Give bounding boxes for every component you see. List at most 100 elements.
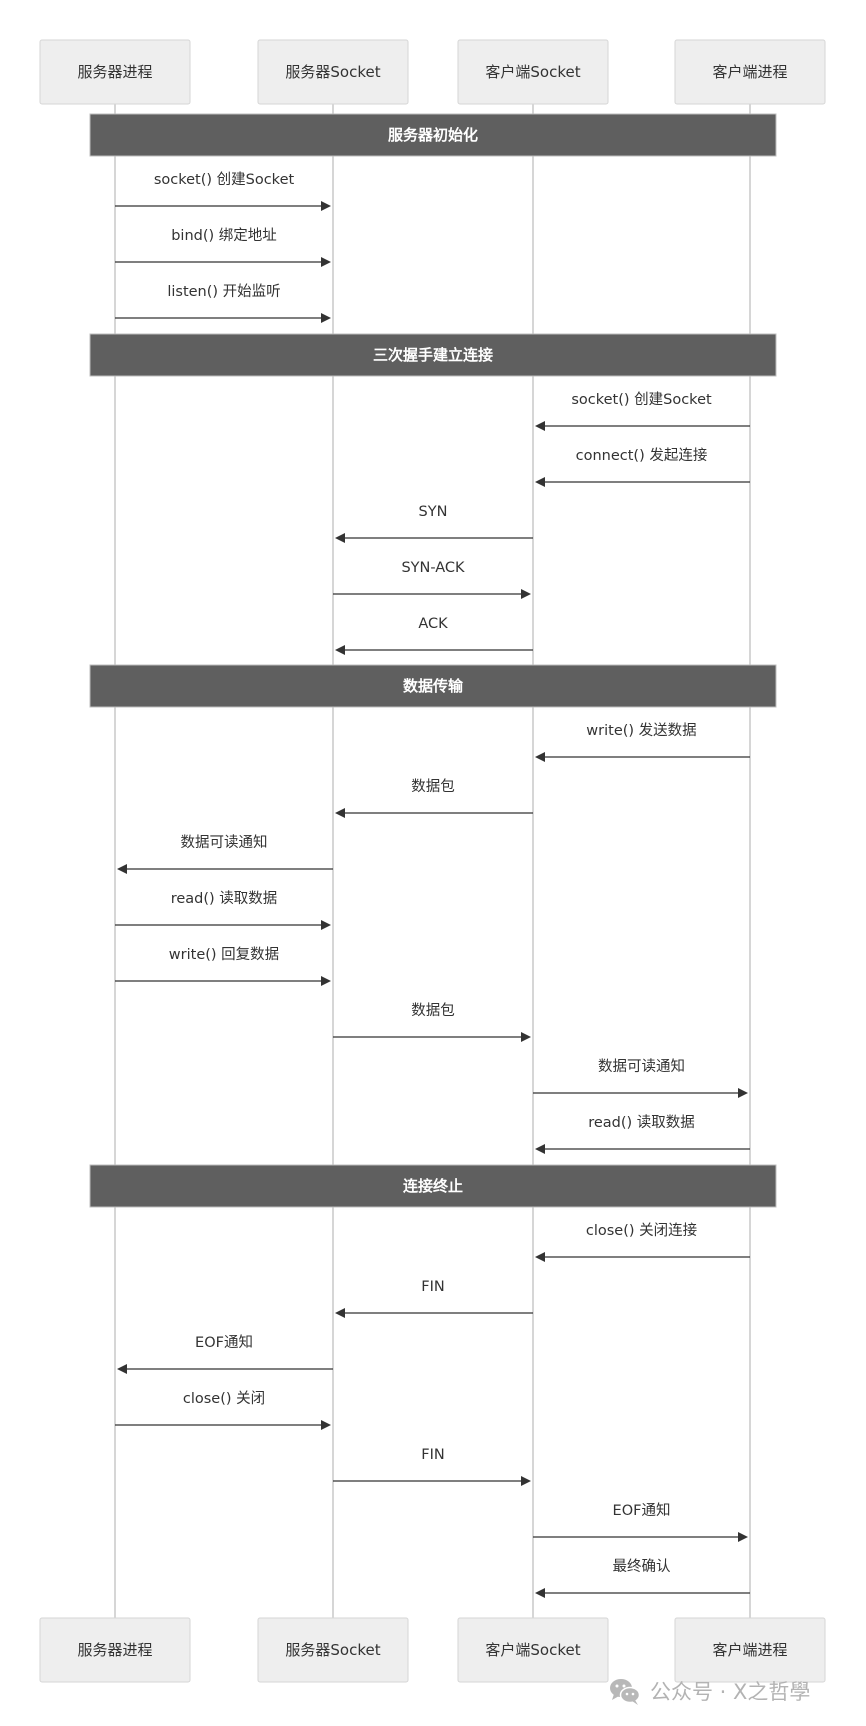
actor-bottom-client-process: 客户端进程: [674, 1617, 826, 1683]
message-label: FIN: [421, 1447, 444, 1463]
phase-banner: [89, 664, 777, 708]
arrow-head: [321, 201, 331, 211]
actor-box: [257, 39, 409, 105]
message-label: connect() 发起连接: [576, 447, 708, 464]
arrow-head: [521, 589, 531, 599]
actor-label: 服务器进程: [77, 1641, 152, 1659]
message-arrow: 数据包: [335, 778, 533, 818]
arrow-head: [535, 752, 545, 762]
arrow-head: [535, 477, 545, 487]
actor-box: [674, 1617, 826, 1683]
message-arrow: EOF通知: [117, 1334, 333, 1374]
arrow-head: [521, 1032, 531, 1042]
message-label: FIN: [421, 1279, 444, 1295]
wechat-icon: [610, 1679, 641, 1705]
actor-box: [39, 39, 191, 105]
message-label: read() 读取数据: [171, 890, 278, 907]
message-label: socket() 创建Socket: [154, 171, 295, 188]
arrow-head: [335, 808, 345, 818]
phase-banner: [89, 333, 777, 377]
arrow-head: [321, 1420, 331, 1430]
actor-top-client-process: 客户端进程: [674, 39, 826, 105]
message-arrow: listen() 开始监听: [115, 283, 331, 323]
phase-title: 数据传输: [403, 677, 464, 695]
message-label: close() 关闭: [183, 1390, 265, 1407]
message-label: close() 关闭连接: [586, 1222, 697, 1239]
actor-label: 服务器进程: [77, 63, 152, 81]
watermark-text: 公众号 · X之哲學: [650, 1680, 811, 1704]
arrow-head: [738, 1088, 748, 1098]
actor-label: 客户端进程: [712, 63, 787, 81]
message-arrow: 数据可读通知: [117, 834, 333, 874]
arrow-head: [335, 533, 345, 543]
message-arrow: write() 回复数据: [115, 945, 331, 986]
actor-box: [257, 1617, 409, 1683]
actor-bottom-client-socket: 客户端Socket: [457, 1617, 609, 1683]
arrow-head: [117, 864, 127, 874]
arrow-head: [535, 1588, 545, 1598]
actor-label: 服务器Socket: [285, 63, 380, 81]
phase-banner: [89, 1164, 777, 1208]
message-arrow: ACK: [335, 616, 533, 655]
message-label: 数据可读通知: [181, 834, 268, 851]
message-arrow: 数据包: [333, 1002, 531, 1042]
phase-title: 连接终止: [403, 1177, 463, 1195]
arrow-head: [117, 1364, 127, 1374]
message-arrow: SYN-ACK: [333, 560, 531, 599]
message-label: listen() 开始监听: [167, 283, 280, 300]
message-label: SYN-ACK: [401, 560, 465, 576]
message-arrow: EOF通知: [533, 1502, 748, 1542]
actor-bottom-server-socket: 服务器Socket: [257, 1617, 409, 1683]
actor-label: 服务器Socket: [285, 1641, 380, 1659]
message-label: 最终确认: [613, 1558, 671, 1575]
message-arrow: SYN: [335, 504, 533, 543]
arrow-head: [738, 1532, 748, 1542]
message-label: 数据可读通知: [598, 1058, 685, 1075]
message-arrow: FIN: [333, 1447, 531, 1486]
message-label: EOF通知: [195, 1334, 253, 1351]
actor-bottom-server-process: 服务器进程: [39, 1617, 191, 1683]
arrow-head: [535, 421, 545, 431]
message-arrow: 数据可读通知: [533, 1058, 748, 1098]
message-arrow: connect() 发起连接: [535, 447, 750, 487]
message-arrow: socket() 创建Socket: [115, 171, 331, 211]
arrow-head: [521, 1476, 531, 1486]
message-label: ACK: [418, 616, 448, 632]
message-arrow: 最终确认: [535, 1558, 750, 1598]
message-arrow: read() 读取数据: [535, 1114, 750, 1154]
message-label: write() 发送数据: [586, 722, 696, 739]
arrow-head: [535, 1144, 545, 1154]
message-label: socket() 创建Socket: [571, 391, 712, 408]
message-arrow: read() 读取数据: [115, 890, 331, 930]
actor-box: [457, 39, 609, 105]
message-arrow: close() 关闭: [115, 1390, 331, 1430]
actor-label: 客户端Socket: [485, 63, 580, 81]
actor-label: 客户端Socket: [485, 1641, 580, 1659]
actor-box: [674, 39, 826, 105]
actor-top-server-process: 服务器进程: [39, 39, 191, 105]
phase-4: 连接终止 close() 关闭连接 FIN EOF通知 close() 关闭 FIN EOF…: [89, 1164, 777, 1598]
message-arrow: close() 关闭连接: [535, 1222, 750, 1262]
actor-label: 客户端进程: [712, 1641, 787, 1659]
message-label: bind() 绑定地址: [171, 227, 277, 244]
message-label: 数据包: [411, 778, 455, 795]
arrow-head: [335, 645, 345, 655]
message-label: EOF通知: [613, 1502, 671, 1519]
message-arrow: bind() 绑定地址: [115, 227, 331, 267]
message-label: read() 读取数据: [588, 1114, 695, 1131]
arrow-head: [321, 313, 331, 323]
message-label: SYN: [419, 504, 448, 520]
arrow-head: [321, 920, 331, 930]
actor-box: [39, 1617, 191, 1683]
arrow-head: [321, 976, 331, 986]
watermark: 公众号 · X之哲學: [608, 1674, 810, 1708]
actor-top-client-socket: 客户端Socket: [457, 39, 609, 105]
message-label: write() 回复数据: [169, 945, 279, 963]
arrow-head: [321, 257, 331, 267]
arrow-head: [535, 1252, 545, 1262]
message-arrow: FIN: [335, 1279, 533, 1318]
